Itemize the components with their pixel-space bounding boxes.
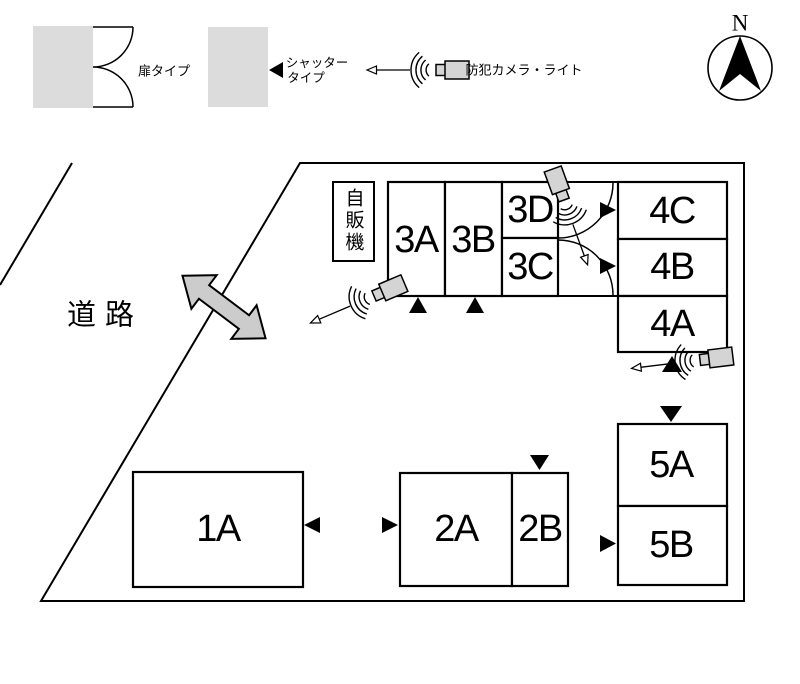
- unit-box-2A: [398, 471, 514, 588]
- shutter-marker-2B-icon: [530, 455, 549, 470]
- legend-security-camera-icon: [366, 51, 470, 89]
- unit-label-2A: 2A: [434, 508, 479, 550]
- unit-label-3A: 3A: [394, 219, 439, 261]
- legend-camera-label: 防犯カメラ・ライト: [465, 62, 583, 78]
- shutter-marker-3A-icon: [409, 297, 427, 313]
- road-label: 道路: [66, 299, 144, 332]
- unit-label-3C: 3C: [507, 246, 554, 288]
- unit-label-4B: 4B: [650, 246, 695, 288]
- unit-label-5B: 5B: [649, 524, 694, 566]
- shutter-marker-4C-icon: [600, 202, 616, 218]
- compass-north-arrow-icon: [719, 36, 761, 91]
- door-swing-lines: [93, 26, 133, 108]
- site-boundary: [39, 162, 745, 602]
- unit-box-5A: [616, 422, 729, 508]
- unit-box-3B: [443, 180, 504, 298]
- unit-box-3C: [500, 236, 560, 298]
- shutter-marker-3B-icon: [466, 297, 484, 313]
- door-swing-arcs-icon: [92, 26, 134, 108]
- unit-box-5B: [616, 504, 729, 587]
- unit-label-2B: 2B: [518, 508, 563, 550]
- legend-shutter-type-box: [208, 27, 268, 107]
- unit-label-5A: 5A: [649, 444, 694, 486]
- vending-machine-box: [332, 181, 375, 262]
- unit-box-2B: [510, 471, 570, 588]
- unit-box-3D: [500, 180, 560, 240]
- unit-label-3B: 3B: [451, 219, 496, 261]
- legend-shutter-type-label-2: タイプ: [287, 70, 325, 85]
- legend-shutter-marker-icon: [269, 62, 283, 78]
- unit-label-4C: 4C: [649, 190, 696, 232]
- unit-label-4A: 4A: [650, 303, 695, 345]
- shutter-marker-5A-icon: [660, 406, 682, 422]
- corridor-edges: [558, 181, 618, 297]
- vending-machine-label: 自販機: [342, 188, 364, 254]
- compass-north-label: N: [731, 10, 749, 36]
- shutter-marker-4B-icon: [600, 258, 616, 274]
- unit-box-4A: [616, 294, 729, 354]
- unit-box-4B: [616, 237, 729, 298]
- unit-label-3D: 3D: [507, 189, 554, 231]
- unit-label-1A: 1A: [196, 508, 241, 550]
- entrance-double-arrow-icon: [181, 274, 267, 340]
- legend-door-type-label: 扉タイプ: [137, 63, 191, 79]
- road-edge-line: [0, 162, 73, 286]
- shutter-marker-1A-icon: [304, 517, 320, 533]
- unit-box-1A: [131, 470, 305, 589]
- legend-door-type-box: [33, 26, 93, 108]
- door-swing-arc-3D: [557, 182, 614, 239]
- shutter-marker-2A-icon: [382, 517, 398, 533]
- security-camera-3A-icon: [302, 266, 413, 340]
- legend-shutter-type-label-1: シャッター: [285, 55, 349, 70]
- shutter-marker-5B-icon: [600, 535, 616, 552]
- door-swing-arc-3C: [557, 239, 614, 296]
